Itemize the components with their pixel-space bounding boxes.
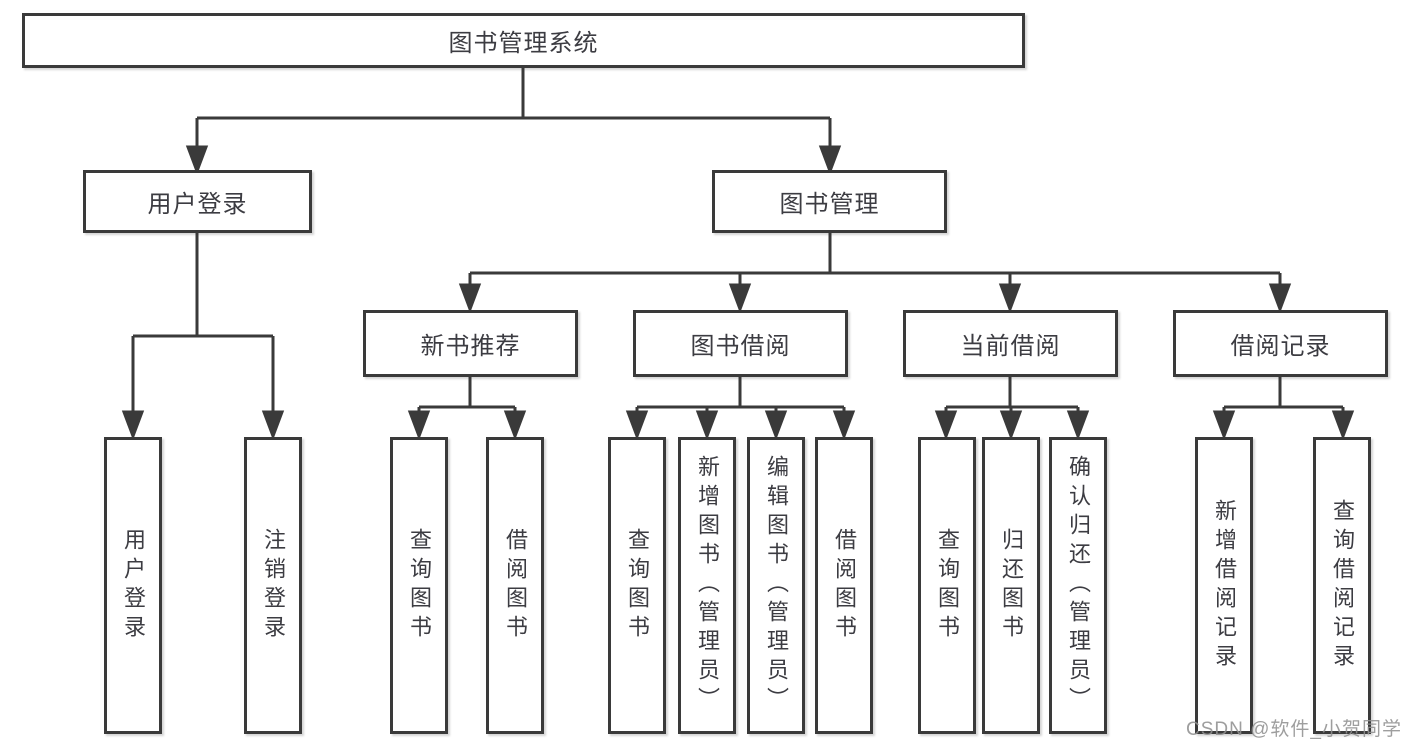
arrowhead <box>998 283 1022 314</box>
arrowhead <box>832 410 856 441</box>
arrowhead <box>695 410 719 441</box>
node-borrow-records: 借阅记录 <box>1173 310 1388 377</box>
node-label: 查询借阅记录 <box>1330 498 1355 673</box>
node-label: 图书管理系统 <box>448 30 599 57</box>
node-label: 图书管理 <box>779 191 880 218</box>
node-label: 借阅图书 <box>832 527 857 644</box>
arrowhead <box>1331 410 1355 441</box>
arrowhead <box>1268 283 1292 314</box>
leaf-logout: 注销登录 <box>244 437 302 734</box>
node-label: 注销登录 <box>261 527 286 644</box>
leaf-bb-borrow-books: 借阅图书 <box>815 437 873 734</box>
arrowhead <box>261 410 285 441</box>
node-label: 编辑图书（管理员） <box>764 455 789 716</box>
leaf-bb-add-books-admin: 新增图书（管理员） <box>678 437 736 734</box>
connector-user-login-children <box>121 233 285 441</box>
connector-current-borrow-children <box>934 377 1090 441</box>
connector-book-borrow-children <box>625 377 856 441</box>
node-new-book-recommend: 新书推荐 <box>363 310 578 377</box>
csdn-watermark: CSDN @软件_小贺同学 <box>1186 719 1402 740</box>
arrowhead <box>503 410 527 441</box>
arrowhead <box>407 410 431 441</box>
node-book-management: 图书管理 <box>712 170 947 233</box>
node-label: 查询图书 <box>407 527 432 644</box>
node-label: 查询图书 <box>935 527 960 644</box>
node-label: 用户登录 <box>147 191 248 218</box>
node-label: 借阅图书 <box>503 527 528 644</box>
connector-book-management-children <box>458 233 1292 314</box>
arrowhead <box>1212 410 1236 441</box>
arrowhead <box>818 145 842 176</box>
arrowhead <box>934 410 958 441</box>
leaf-cb-confirm-return-admin: 确认归还（管理员） <box>1049 437 1107 734</box>
arrowhead <box>999 410 1023 441</box>
arrowhead <box>185 145 209 176</box>
arrowhead <box>121 410 145 441</box>
node-label: 新增借阅记录 <box>1212 498 1237 673</box>
node-label: 新书推荐 <box>420 333 521 360</box>
leaf-bb-edit-books-admin: 编辑图书（管理员） <box>747 437 805 734</box>
node-label: 新增图书（管理员） <box>695 455 720 716</box>
node-label: 当前借阅 <box>960 333 1061 360</box>
node-label: 查询图书 <box>625 527 650 644</box>
node-user-login: 用户登录 <box>83 170 312 233</box>
leaf-nb-query-books: 查询图书 <box>390 437 448 734</box>
leaf-user-login: 用户登录 <box>104 437 162 734</box>
node-label: 图书借阅 <box>690 333 791 360</box>
leaf-cb-query-books: 查询图书 <box>918 437 976 734</box>
leaf-br-query-borrow-record: 查询借阅记录 <box>1313 437 1371 734</box>
leaf-cb-return-books: 归还图书 <box>982 437 1040 734</box>
arrowhead <box>458 283 482 314</box>
node-current-borrow: 当前借阅 <box>903 310 1118 377</box>
node-book-borrow: 图书借阅 <box>633 310 848 377</box>
node-root: 图书管理系统 <box>22 13 1025 68</box>
arrowhead <box>1066 410 1090 441</box>
node-label: 归还图书 <box>999 527 1024 644</box>
leaf-br-add-borrow-record: 新增借阅记录 <box>1195 437 1253 734</box>
connector-root-to-level2 <box>185 68 842 176</box>
node-label: 确认归还（管理员） <box>1066 455 1091 716</box>
arrowhead <box>728 283 752 314</box>
leaf-bb-query-books: 查询图书 <box>608 437 666 734</box>
connector-new-book-recommend-children <box>407 377 527 441</box>
node-label: 借阅记录 <box>1230 333 1331 360</box>
arrowhead <box>764 410 788 441</box>
arrowhead <box>625 410 649 441</box>
connector-borrow-records-children <box>1212 377 1355 441</box>
node-label: 用户登录 <box>121 527 146 644</box>
leaf-nb-borrow-books: 借阅图书 <box>486 437 544 734</box>
